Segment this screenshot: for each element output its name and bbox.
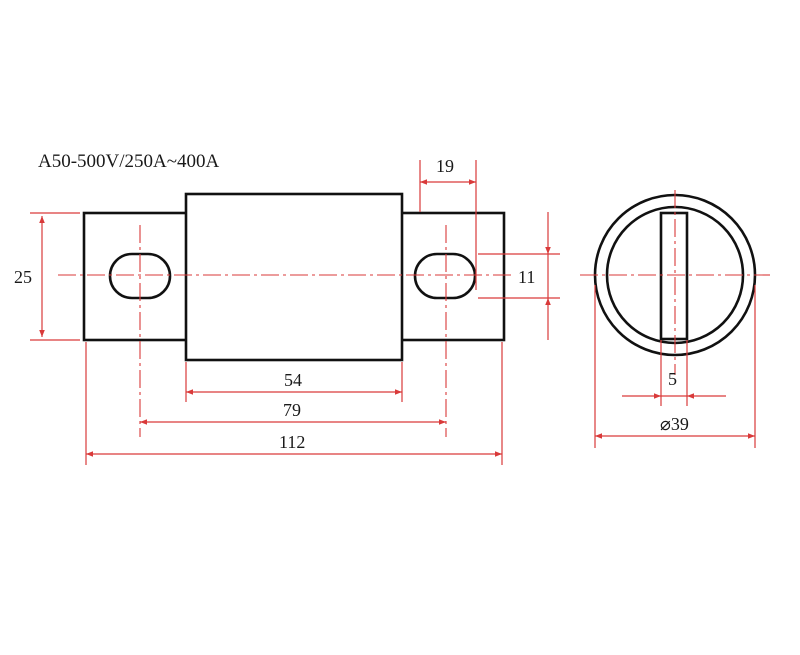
end-view: 5 ⌀39	[580, 190, 770, 448]
fuse-body	[184, 192, 404, 362]
blade	[659, 211, 689, 341]
side-view: 25 19 11 54 79 112	[14, 156, 560, 465]
dim-label-39: ⌀39	[660, 414, 689, 434]
dim-label-25: 25	[14, 267, 32, 287]
dim-label-54: 54	[284, 370, 302, 390]
right-slot	[413, 252, 477, 300]
right-terminal	[398, 211, 506, 342]
dim-label-79: 79	[283, 400, 301, 420]
model-title: A50-500V/250A~400A	[38, 151, 220, 172]
left-terminal	[82, 211, 190, 342]
dim-label-5: 5	[668, 369, 677, 389]
dim-label-112: 112	[279, 432, 305, 452]
dim-label-19: 19	[436, 156, 454, 176]
dim-label-11: 11	[518, 267, 535, 287]
